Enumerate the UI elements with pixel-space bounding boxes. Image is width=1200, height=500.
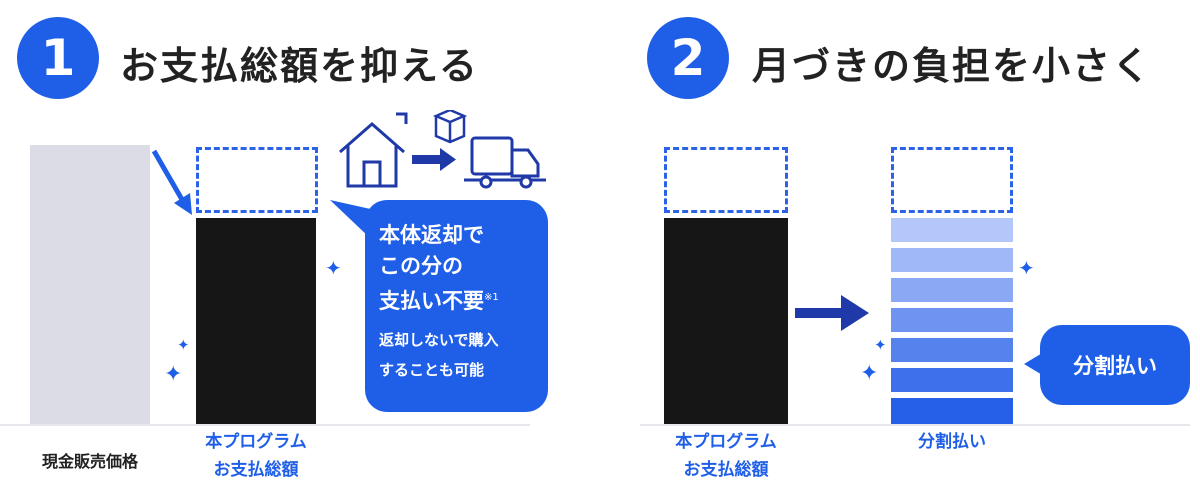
truck-icon <box>464 136 546 189</box>
step-1-badge: 1 <box>17 17 99 99</box>
sparkle-icon: ✦ <box>1018 256 1035 280</box>
label-line: 本プログラム <box>675 432 777 452</box>
arrow-right-icon <box>795 295 869 331</box>
installment-segment <box>891 398 1013 424</box>
bubble-line: 本体返却で <box>379 223 484 247</box>
returned-portion-box <box>196 147 318 213</box>
returned-portion-box <box>891 147 1013 213</box>
label-line: 本プログラム <box>205 432 307 452</box>
installment-callout-bubble: 分割払い <box>1040 325 1190 405</box>
installment-segment <box>891 338 1013 362</box>
program-total-label: 本プログラム お支払総額 <box>186 428 326 484</box>
return-illustration <box>339 110 546 189</box>
bubble-subline: 返却しないで購入 <box>379 331 499 349</box>
installment-segment <box>891 218 1013 242</box>
sparkle-icon: ✦ <box>325 256 342 280</box>
section-2-title: 月づきの負担を小さく <box>752 44 1153 88</box>
installment-segment <box>891 368 1013 392</box>
bubble-line: この分の <box>379 254 463 278</box>
bubble-tail <box>330 200 375 238</box>
sparkle-icon: ✦ <box>860 361 879 386</box>
return-callout-bubble: 本体返却で この分の 支払い不要※1 返却しないで購入 することも可能 <box>365 200 548 412</box>
bubble-tail <box>1024 352 1044 376</box>
label-line: お支払総額 <box>683 460 769 480</box>
program-total-bar <box>664 218 788 424</box>
box-icon <box>432 110 468 144</box>
sparkle-icon: ✦ <box>177 336 190 354</box>
cash-price-label: 現金販売価格 <box>41 452 138 471</box>
sparkle-icon: ✦ <box>874 336 887 354</box>
footnote-mark: ※1 <box>484 292 499 303</box>
baseline <box>640 424 1190 426</box>
arrow-right-icon <box>412 148 456 171</box>
baseline <box>0 424 530 426</box>
bubble-line: 支払い不要 <box>379 289 484 313</box>
installment-label: 分割払い <box>918 432 986 452</box>
step-number: 2 <box>670 29 706 87</box>
label-line: お支払総額 <box>213 460 299 480</box>
returned-portion-box <box>664 147 788 213</box>
cash-price-bar <box>30 145 150 425</box>
installment-segment <box>891 248 1013 272</box>
bubble-subline: することも可能 <box>379 361 485 379</box>
section-1-title: お支払総額を抑える <box>120 44 479 88</box>
sparkle-icon: ✦ <box>164 362 183 387</box>
installment-segment <box>891 308 1013 332</box>
house-icon <box>339 112 408 188</box>
arrow-down-right-icon <box>151 149 192 215</box>
program-total-bar <box>196 218 316 425</box>
step-number: 1 <box>40 29 76 87</box>
program-total-label: 本プログラム お支払総額 <box>656 428 796 484</box>
step-2-badge: 2 <box>647 17 729 99</box>
installment-segment <box>891 278 1013 302</box>
